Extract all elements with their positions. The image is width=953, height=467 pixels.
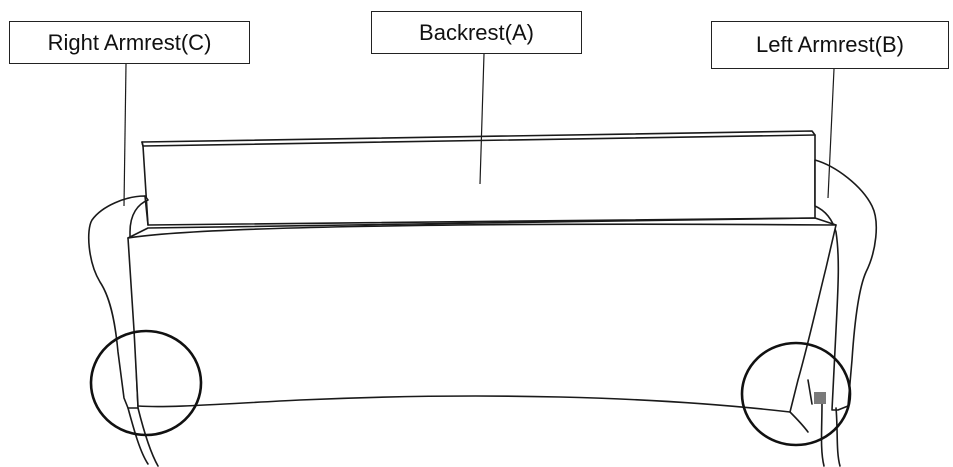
assembly-marker [814,392,826,404]
right-armrest-part [87,195,159,467]
leader-line-left-armrest [827,68,835,199]
label-left-armrest: Left Armrest(B) [711,21,949,69]
callout-circle-left [740,341,852,447]
label-backrest: Backrest(A) [371,11,582,54]
leader-line-backrest [479,53,485,185]
label-right-armrest: Right Armrest(C) [9,21,250,64]
left-armrest-part [814,159,878,467]
seat-front-panel [127,217,837,433]
leader-line-right-armrest [123,63,127,207]
backrest-part [141,130,816,226]
callout-circle-right [89,329,203,437]
